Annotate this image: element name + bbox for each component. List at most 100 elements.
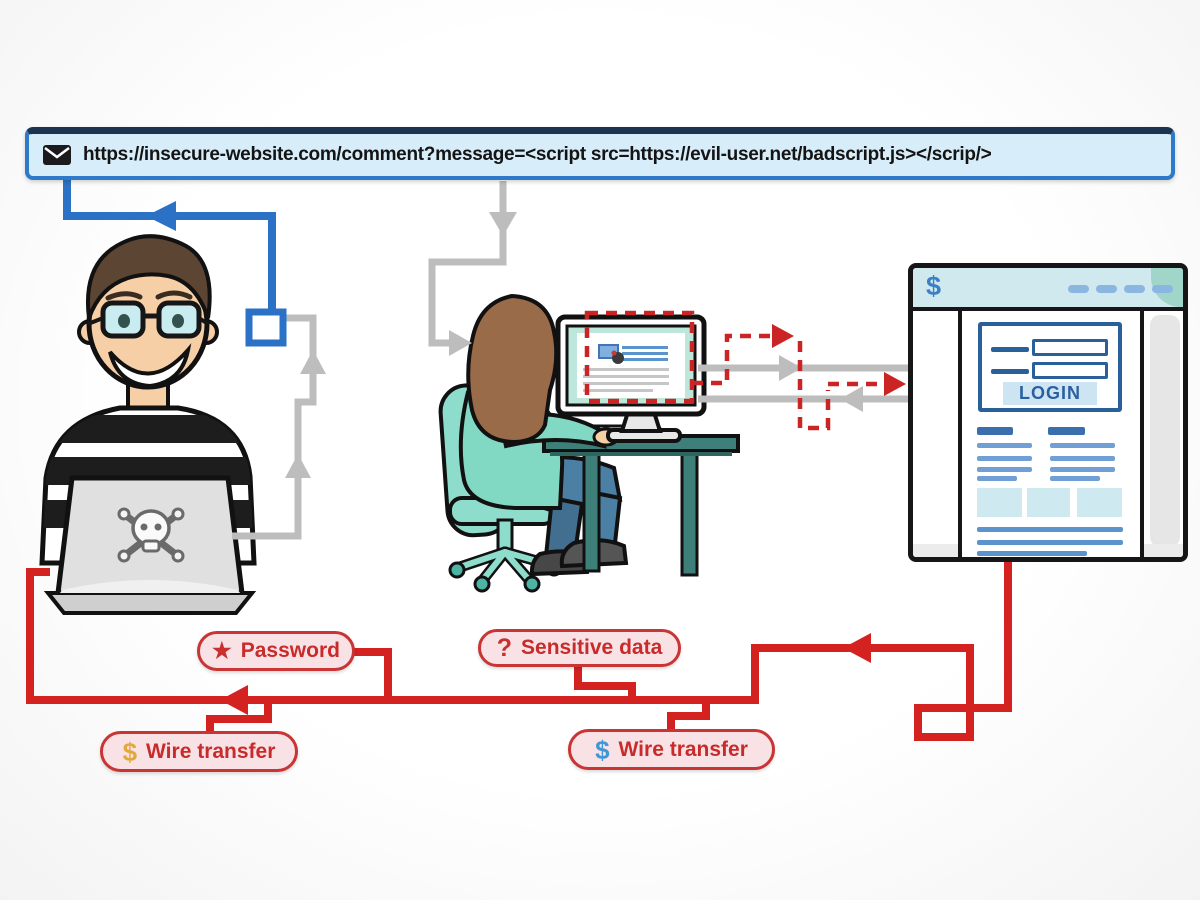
dollar-icon: $ — [122, 736, 138, 767]
section-heading-bar — [1048, 427, 1085, 435]
text-line — [977, 467, 1032, 472]
arrow-down-icon — [489, 212, 517, 236]
menu-dash — [1068, 285, 1089, 293]
hacker-eyebrow — [105, 291, 143, 301]
arrow-left-icon — [146, 201, 176, 231]
content-box — [1027, 488, 1070, 517]
password-label-line — [991, 369, 1029, 374]
red-dashed-arrowheads — [772, 324, 906, 396]
wire-transfer-left-connector — [206, 703, 272, 734]
wire-transfer-left-label: $ Wire transfer — [100, 731, 298, 772]
page-left-margin — [913, 311, 958, 557]
hacker-figure — [39, 234, 257, 615]
url-text: https://insecure-website.com/comment?mes… — [83, 144, 992, 165]
text-line — [977, 540, 1123, 545]
question-mark-icon: ? — [496, 633, 513, 662]
column-divider — [958, 311, 962, 557]
arrow-up-icon — [300, 350, 326, 374]
wire-transfer-right-connector — [667, 703, 710, 732]
url-bar[interactable]: https://insecure-website.com/comment?mes… — [25, 127, 1175, 180]
red-flow-lines — [26, 558, 1012, 741]
text-line — [977, 551, 1087, 556]
red-dashed-paths — [584, 310, 886, 431]
username-label-line — [991, 347, 1029, 352]
wire-transfer-right-label: $ Wire transfer — [568, 729, 775, 770]
script-flow-segment — [692, 333, 776, 386]
text-line — [1050, 443, 1115, 448]
skull-crossbones-icon — [117, 507, 185, 563]
menu-dash — [1096, 285, 1117, 293]
sensitive-data-label-text: Sensitive data — [521, 636, 663, 659]
hacker-eye — [118, 314, 130, 328]
text-line — [977, 527, 1123, 532]
login-form: LOGIN — [978, 322, 1122, 412]
sensitive-data-connector — [574, 664, 636, 697]
column-divider — [1140, 311, 1144, 557]
connector-node — [245, 308, 287, 347]
victim-hair — [466, 293, 559, 445]
text-line — [1050, 476, 1100, 481]
content-box — [977, 488, 1022, 517]
monitor-webpage — [577, 333, 685, 398]
website-page: LOGIN — [962, 311, 1140, 557]
chair-wheel — [473, 575, 491, 593]
laptop-base — [43, 591, 257, 615]
gray-arrowheads — [285, 212, 863, 478]
bank-dollar-icon: $ — [926, 271, 942, 301]
webpage-line — [583, 375, 669, 378]
login-button[interactable]: LOGIN — [1003, 382, 1097, 405]
chair-wheel — [523, 575, 541, 593]
chair-wheel — [448, 561, 466, 579]
content-box — [1077, 488, 1122, 517]
text-line — [977, 443, 1032, 448]
arrow-right-icon — [779, 355, 802, 381]
page-right-margin — [1144, 311, 1183, 557]
webpage-line — [583, 389, 653, 392]
sensitive-data-label: ? Sensitive data — [478, 629, 681, 667]
page-foot — [913, 544, 958, 557]
webpage-line — [583, 382, 669, 385]
hacker-eyebrow — [155, 290, 193, 300]
menu-dashes-icon[interactable] — [1068, 285, 1173, 293]
red-arrowheads — [220, 633, 871, 715]
star-icon: ★ — [212, 638, 232, 663]
gray-flow-lines — [232, 181, 908, 540]
desk — [542, 434, 740, 577]
arrow-left-icon — [220, 685, 248, 715]
wire-transfer-left-text: Wire transfer — [146, 739, 276, 763]
text-line — [977, 456, 1032, 461]
arrow-right-icon — [884, 372, 906, 396]
menu-dash — [1152, 285, 1173, 293]
arrow-left-icon — [843, 633, 871, 663]
password-label-text: Password — [240, 639, 340, 662]
website-header: $ — [913, 268, 1183, 311]
password-connector — [352, 648, 392, 697]
password-label: ★ Password — [197, 631, 355, 671]
menu-dash — [1124, 285, 1145, 293]
arrow-right-icon — [449, 330, 472, 356]
blue-flow-line — [63, 178, 287, 347]
username-input[interactable] — [1032, 339, 1108, 356]
envelope-icon — [43, 145, 71, 165]
stolen-data-main-line — [26, 558, 1012, 741]
webpage-line — [622, 352, 668, 355]
arrow-up-icon — [285, 454, 311, 478]
hacker-laptop — [43, 475, 257, 615]
text-line — [1050, 456, 1115, 461]
infected-page-outline — [584, 310, 695, 404]
hacker-eye — [172, 314, 184, 328]
arrow-right-icon — [772, 324, 794, 348]
dollar-icon: $ — [595, 734, 610, 765]
scrollbar-shape[interactable] — [1150, 315, 1180, 547]
victim-figure — [438, 293, 740, 593]
hacker-smile — [108, 343, 192, 389]
text-line — [1050, 467, 1115, 472]
webpage-line — [622, 346, 668, 349]
wire-transfer-right-text: Wire transfer — [618, 737, 748, 761]
laptop-lid-shine — [60, 580, 240, 593]
desk-leg — [680, 449, 699, 577]
password-input[interactable] — [1032, 362, 1108, 379]
script-flow-segment — [797, 341, 831, 431]
webpage-line — [622, 358, 668, 361]
